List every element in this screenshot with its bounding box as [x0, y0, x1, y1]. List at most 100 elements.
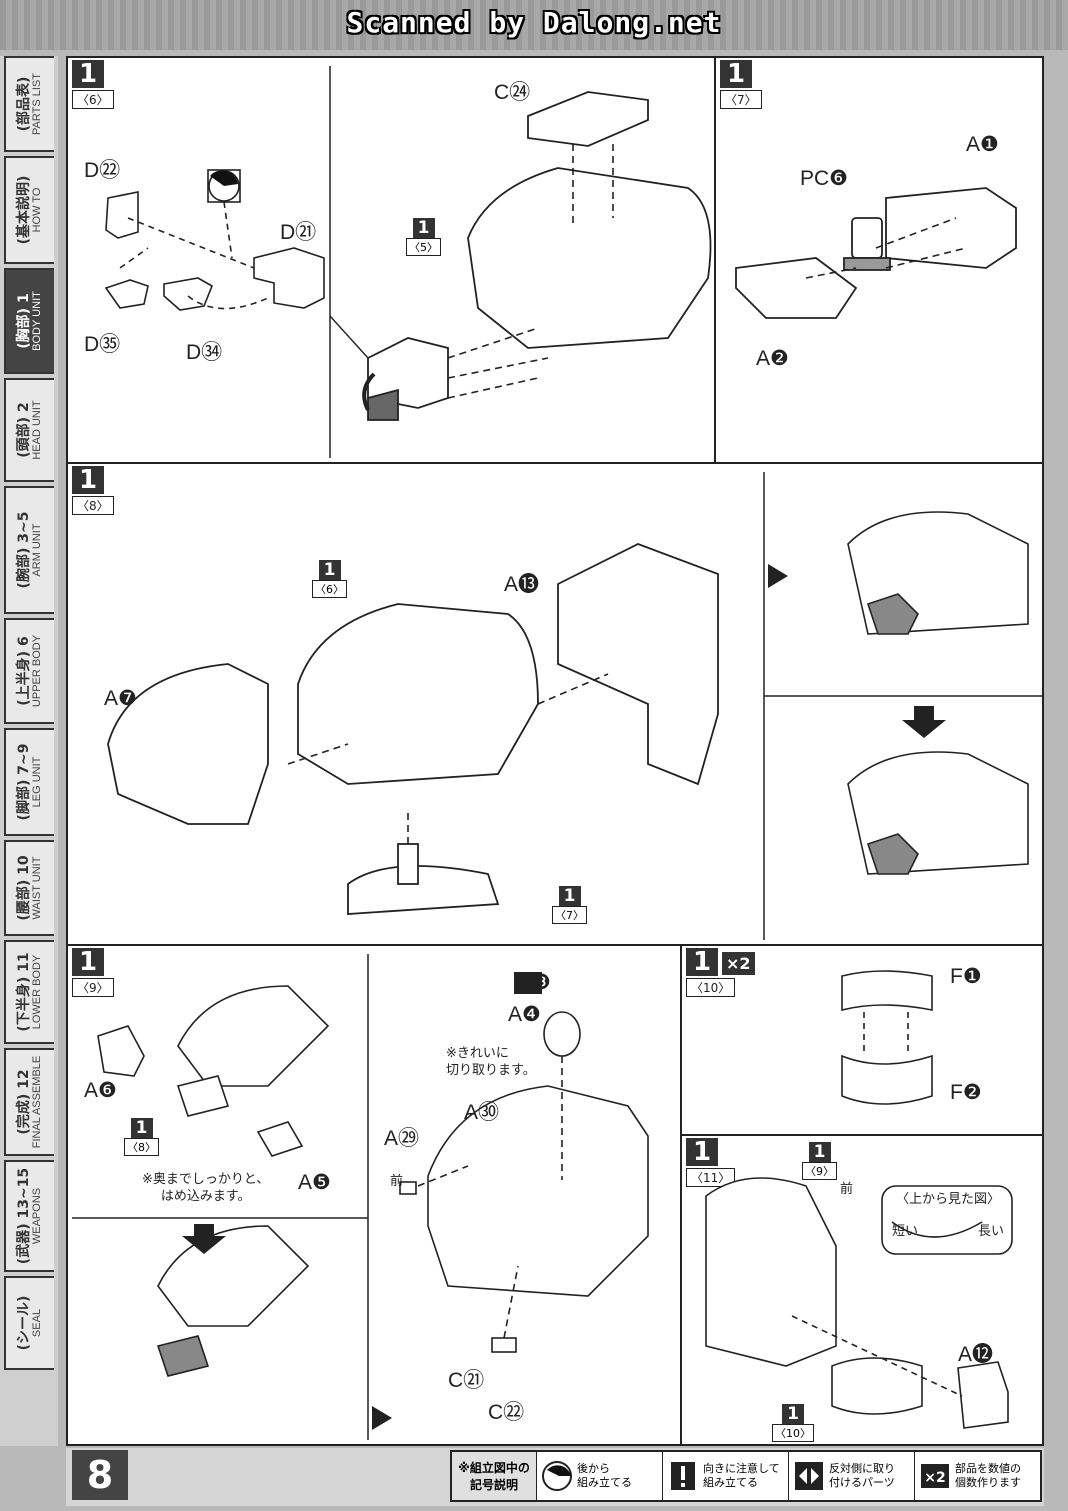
sidebar-tab-en: SEAL [30, 1308, 43, 1338]
sidebar-tab-en: LOWER BODY [30, 954, 43, 1030]
ref-sub: 〈6〉 [312, 580, 347, 598]
step-number: 1 [72, 466, 104, 494]
step-sub: 〈10〉 [686, 978, 736, 997]
part-label: D㉑ [280, 221, 317, 244]
step-11-illustration [705, 1177, 1013, 1429]
sidebar-tab-text: (基本説明)HOW TO [15, 175, 43, 245]
page-footer: 8 ※組立図中の 記号説明 後から 組み立てる 向きに注意して 組み立てる 反対… [66, 1448, 1044, 1506]
multiply-badge: ×2 [722, 952, 755, 975]
part-label: A❺ [298, 1171, 331, 1194]
step-10-panel: 1 〈10〉 ×2 F❶ F❷ [680, 944, 1044, 1136]
part-label: F❶ [950, 965, 982, 988]
part-label: C㉒ [488, 1401, 525, 1424]
front-label: 前 [840, 1182, 854, 1197]
sidebar-tab-jp: (部品表) [15, 76, 32, 132]
ref-num: 1 [412, 218, 435, 238]
part-label: A⓭ [504, 573, 540, 596]
ref-num: 1 [782, 1404, 804, 1424]
step-7-illustration [735, 187, 1017, 319]
sidebar-tab-jp: (上半身) 6 [15, 636, 32, 706]
sidebar-tab[interactable]: (シール)SEAL [4, 1276, 54, 1370]
sidebar-tab-en: WAIST UNIT [30, 856, 43, 920]
step-number: 1 [72, 948, 104, 976]
ref-num: 1 [130, 1118, 153, 1138]
instruction-page: 1 〈6〉 [66, 56, 1044, 1446]
step-8-panel: 1 〈8〉 [66, 462, 1044, 946]
sidebar-tab-jp: (頭部) 2 [15, 402, 32, 458]
sidebar-tab-en: LEG UNIT [30, 756, 43, 808]
legend-text: 反対側に取り 付けるパーツ [829, 1462, 895, 1489]
sidebar-tab-jp: (胸部) 1 [15, 293, 32, 349]
symbol-legend: ※組立図中の 記号説明 後から 組み立てる 向きに注意して 組み立てる 反対側に… [450, 1450, 1042, 1502]
legend-item: 反対側に取り 付けるパーツ [789, 1452, 915, 1500]
sidebar-tab-jp: (脚部) 7~9 [15, 743, 32, 821]
step-number: 1 [686, 1138, 718, 1166]
legend-text: 部品を数値の 個数作ります [955, 1462, 1021, 1489]
part-label: A❼ [104, 687, 137, 710]
sidebar-tab-text: (シール)SEAL [15, 1295, 43, 1351]
multiply-icon: ×2 [921, 1464, 949, 1488]
sidebar-tab-en: FINAL ASSEMBLE [30, 1055, 43, 1149]
ref-num: 1 [558, 886, 581, 906]
ref-num: 1 [808, 1142, 831, 1162]
step-6-panel: 1 〈6〉 [66, 56, 716, 464]
ref-sub: 〈10〉 [772, 1424, 814, 1442]
svg-text:×2: ×2 [924, 1470, 945, 1486]
back-assemble-icon [542, 1461, 572, 1491]
part-label: D㉟ [84, 333, 121, 356]
sidebar-tab[interactable]: (部品表)PARTS LIST [4, 56, 54, 152]
part-label: A❷ [756, 347, 789, 370]
ref-sub: 〈9〉 [802, 1162, 837, 1180]
ref-badge: 1 〈8〉 [124, 1118, 159, 1156]
step-number: 1 [686, 948, 718, 976]
front-label: 前 [390, 1174, 404, 1189]
ref-num: 1 [318, 560, 341, 580]
legend-text: 後から 組み立てる [577, 1462, 632, 1489]
part-label: F❷ [950, 1081, 982, 1104]
legend-header: ※組立図中の 記号説明 [452, 1452, 537, 1500]
step-number: 1 [72, 60, 104, 88]
sidebar-tab-jp: (武器) 13~15 [15, 1167, 32, 1265]
sidebar-tab-en: WEAPONS [30, 1187, 43, 1245]
sidebar-tab-en: HEAD UNIT [30, 400, 43, 460]
part-label: C㉔ [494, 81, 531, 104]
step-sub: 〈11〉 [686, 1168, 736, 1187]
sidebar-tab-en: PARTS LIST [30, 73, 43, 135]
part-label: A㉙ [384, 1127, 420, 1150]
scan-credit: Scanned by Dalong.net [346, 6, 722, 39]
step-7-panel: 1 〈7〉 A❶ PC❻ A❷ [714, 56, 1044, 464]
cut-note: ※きれいに 切り取ります。 [446, 1046, 536, 1078]
assembly-note: ※奥までしっかりと、 はめ込みます。 [142, 1172, 270, 1204]
sidebar-tab-jp: (基本説明) [15, 175, 32, 245]
long-label: 長い [978, 1224, 1005, 1239]
step-sub: 〈9〉 [72, 978, 114, 997]
part-label: PC❻ [800, 167, 848, 190]
sidebar-tab[interactable]: (基本説明)HOW TO [4, 156, 54, 264]
sidebar-tab-en: BODY UNIT [30, 291, 43, 351]
part-label: A❸ [518, 971, 551, 994]
step-6-illustration [104, 66, 712, 458]
sidebar-tab-jp: (シール) [15, 1295, 32, 1351]
sidebar-tab-text: (部品表)PARTS LIST [15, 73, 43, 135]
part-label: A㉚ [464, 1101, 500, 1124]
sidebar-tab-jp: (腕部) 3~5 [15, 511, 32, 589]
sidebar-tab-en: HOW TO [30, 187, 43, 233]
legend-item: ×2 部品を数値の 個数作ります [915, 1452, 1040, 1500]
top-view-label: 〈上から見た図〉 [896, 1192, 1001, 1207]
ref-sub: 〈8〉 [124, 1138, 159, 1156]
